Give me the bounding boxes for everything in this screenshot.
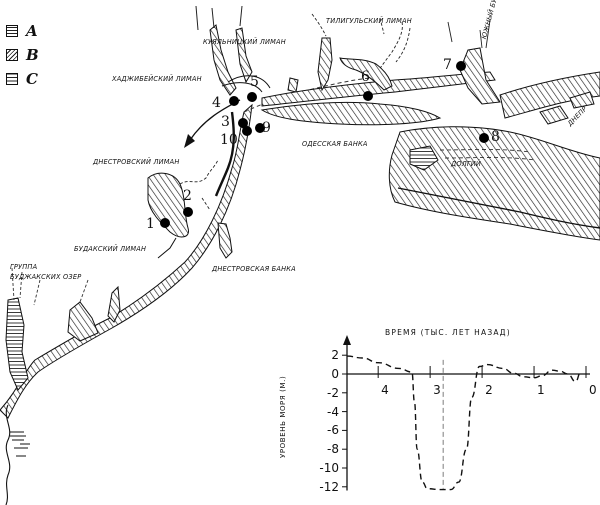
site-marker-1: [160, 218, 170, 228]
bug-river: [447, 19, 491, 49]
legend-letter-c: C: [26, 69, 38, 88]
legend-letter-b: B: [26, 45, 39, 64]
north-rivers: [195, 5, 243, 31]
label-dniester-liman: ДНЕСТРОВСКИЙ ЛИМАН: [93, 158, 180, 166]
chart-y-tick-label: -4: [327, 404, 339, 419]
legend-item-c: C: [6, 69, 38, 89]
site-label-9: 9: [262, 120, 271, 136]
site-marker-2: [183, 207, 193, 217]
site-label-4: 4: [212, 95, 221, 111]
dnieper-estuary: [499, 71, 600, 119]
chart-y-tick-label: 0: [331, 367, 339, 381]
diagonal-hatch-swatch: [6, 49, 18, 61]
tendra-spit: [397, 187, 600, 229]
odessa-bank: [260, 101, 442, 126]
site-label-6: 6: [361, 69, 370, 85]
site-marker-4: [229, 96, 239, 106]
arrow-curves: [221, 75, 271, 93]
tiligul-shore: [339, 57, 393, 91]
site-label-10: 10: [220, 132, 238, 148]
site-marker-6: [363, 91, 373, 101]
site-label-5: 5: [250, 74, 259, 90]
site-marker-3: [238, 118, 248, 128]
chart-y-tick-label: -12: [319, 479, 339, 494]
site-label-3: 3: [221, 114, 230, 130]
chart-y-tick-label: -8: [327, 442, 339, 457]
budzhak-stream-1: [11, 267, 89, 306]
bug-liman: [459, 47, 501, 105]
legend-item-a: A: [6, 21, 38, 41]
chart-y-tick-label: 2: [331, 348, 339, 363]
label-budzhak-line2: БУДЖАКСКИХ ОЗЕР: [10, 273, 82, 281]
budzhak-lake-2: [67, 301, 99, 342]
label-odessa-bank: ОДЕССКАЯ БАНКА: [302, 140, 368, 148]
dolgiy-island: [409, 145, 439, 171]
site-label-2: 2: [183, 188, 192, 204]
dniester-liman: [147, 172, 189, 238]
label-khadzhibey: ХАДЖИБЕЙСКИЙ ЛИМАН: [112, 75, 202, 83]
horizontal-lines-swatch: [6, 25, 18, 37]
chart-x-tick-label: 1: [537, 383, 545, 397]
site-marker-10: [242, 126, 252, 136]
dolgiy-shelf: [388, 126, 600, 241]
chart-y-axis-arrow: [343, 335, 351, 345]
label-dolgiy: ДОЛГИЙ: [451, 160, 482, 168]
site-marker-8: [479, 133, 489, 143]
label-budzhak-line1: ГРУППА: [10, 263, 38, 271]
legend-item-b: B: [6, 45, 39, 65]
kuyalnik-liman: [235, 27, 253, 84]
site-label-1: 1: [146, 216, 155, 232]
label-dniester-bank: ДНЕСТРОВСКАЯ БАНКА: [212, 265, 296, 273]
legend-letter-a: A: [26, 21, 38, 40]
label-kuyalnik: КУЯЛЬНИЦКИЙ ЛИМАН: [203, 38, 286, 46]
site-marker-5: [247, 92, 257, 102]
shelf-strip: [261, 71, 496, 107]
sea-level-curve: [346, 355, 582, 491]
site-marker-7: [456, 61, 466, 71]
chart-x-tick-label: 3: [433, 383, 441, 397]
label-budak: БУДАКСКИЙ ЛИМАН: [74, 245, 147, 253]
chart-title: ВРЕМЯ (ТЫС. ЛЕТ НАЗАД): [385, 328, 511, 337]
coastline-strip: [0, 103, 253, 419]
tiligul-liman: [317, 37, 333, 92]
site-label-8: 8: [491, 129, 500, 145]
coast-chain-north: [214, 111, 235, 197]
delta-outline: [5, 404, 11, 505]
delta-marks: [10, 431, 30, 457]
site-marker-9: [255, 123, 265, 133]
budak-river: [157, 237, 177, 259]
chart-y-tick-label: -6: [327, 423, 339, 438]
chart-y-tick-label: -2: [327, 385, 339, 400]
budzhak-lake-3: [107, 285, 121, 323]
chart-x-tick-label: 0: [589, 383, 597, 397]
dnieper-islands: [539, 91, 595, 125]
dniester-river: [179, 159, 219, 211]
dniester-bank: [217, 222, 233, 259]
arrow-head: [184, 134, 195, 148]
chart-x-tick-label: 2: [485, 383, 493, 397]
dolgiy-dashed: [439, 149, 536, 161]
chart-y-tick-label: -10: [319, 461, 339, 475]
khadzhibey-liman: [209, 24, 237, 96]
chart-x-tick-label: 4: [381, 383, 389, 397]
budzhak-lake-1: [5, 297, 29, 391]
site-label-7: 7: [443, 57, 452, 73]
label-tiligul: ТИЛИГУЛЬСКИЙ ЛИМАН: [326, 17, 412, 25]
dashed-lines-swatch: [6, 73, 18, 85]
